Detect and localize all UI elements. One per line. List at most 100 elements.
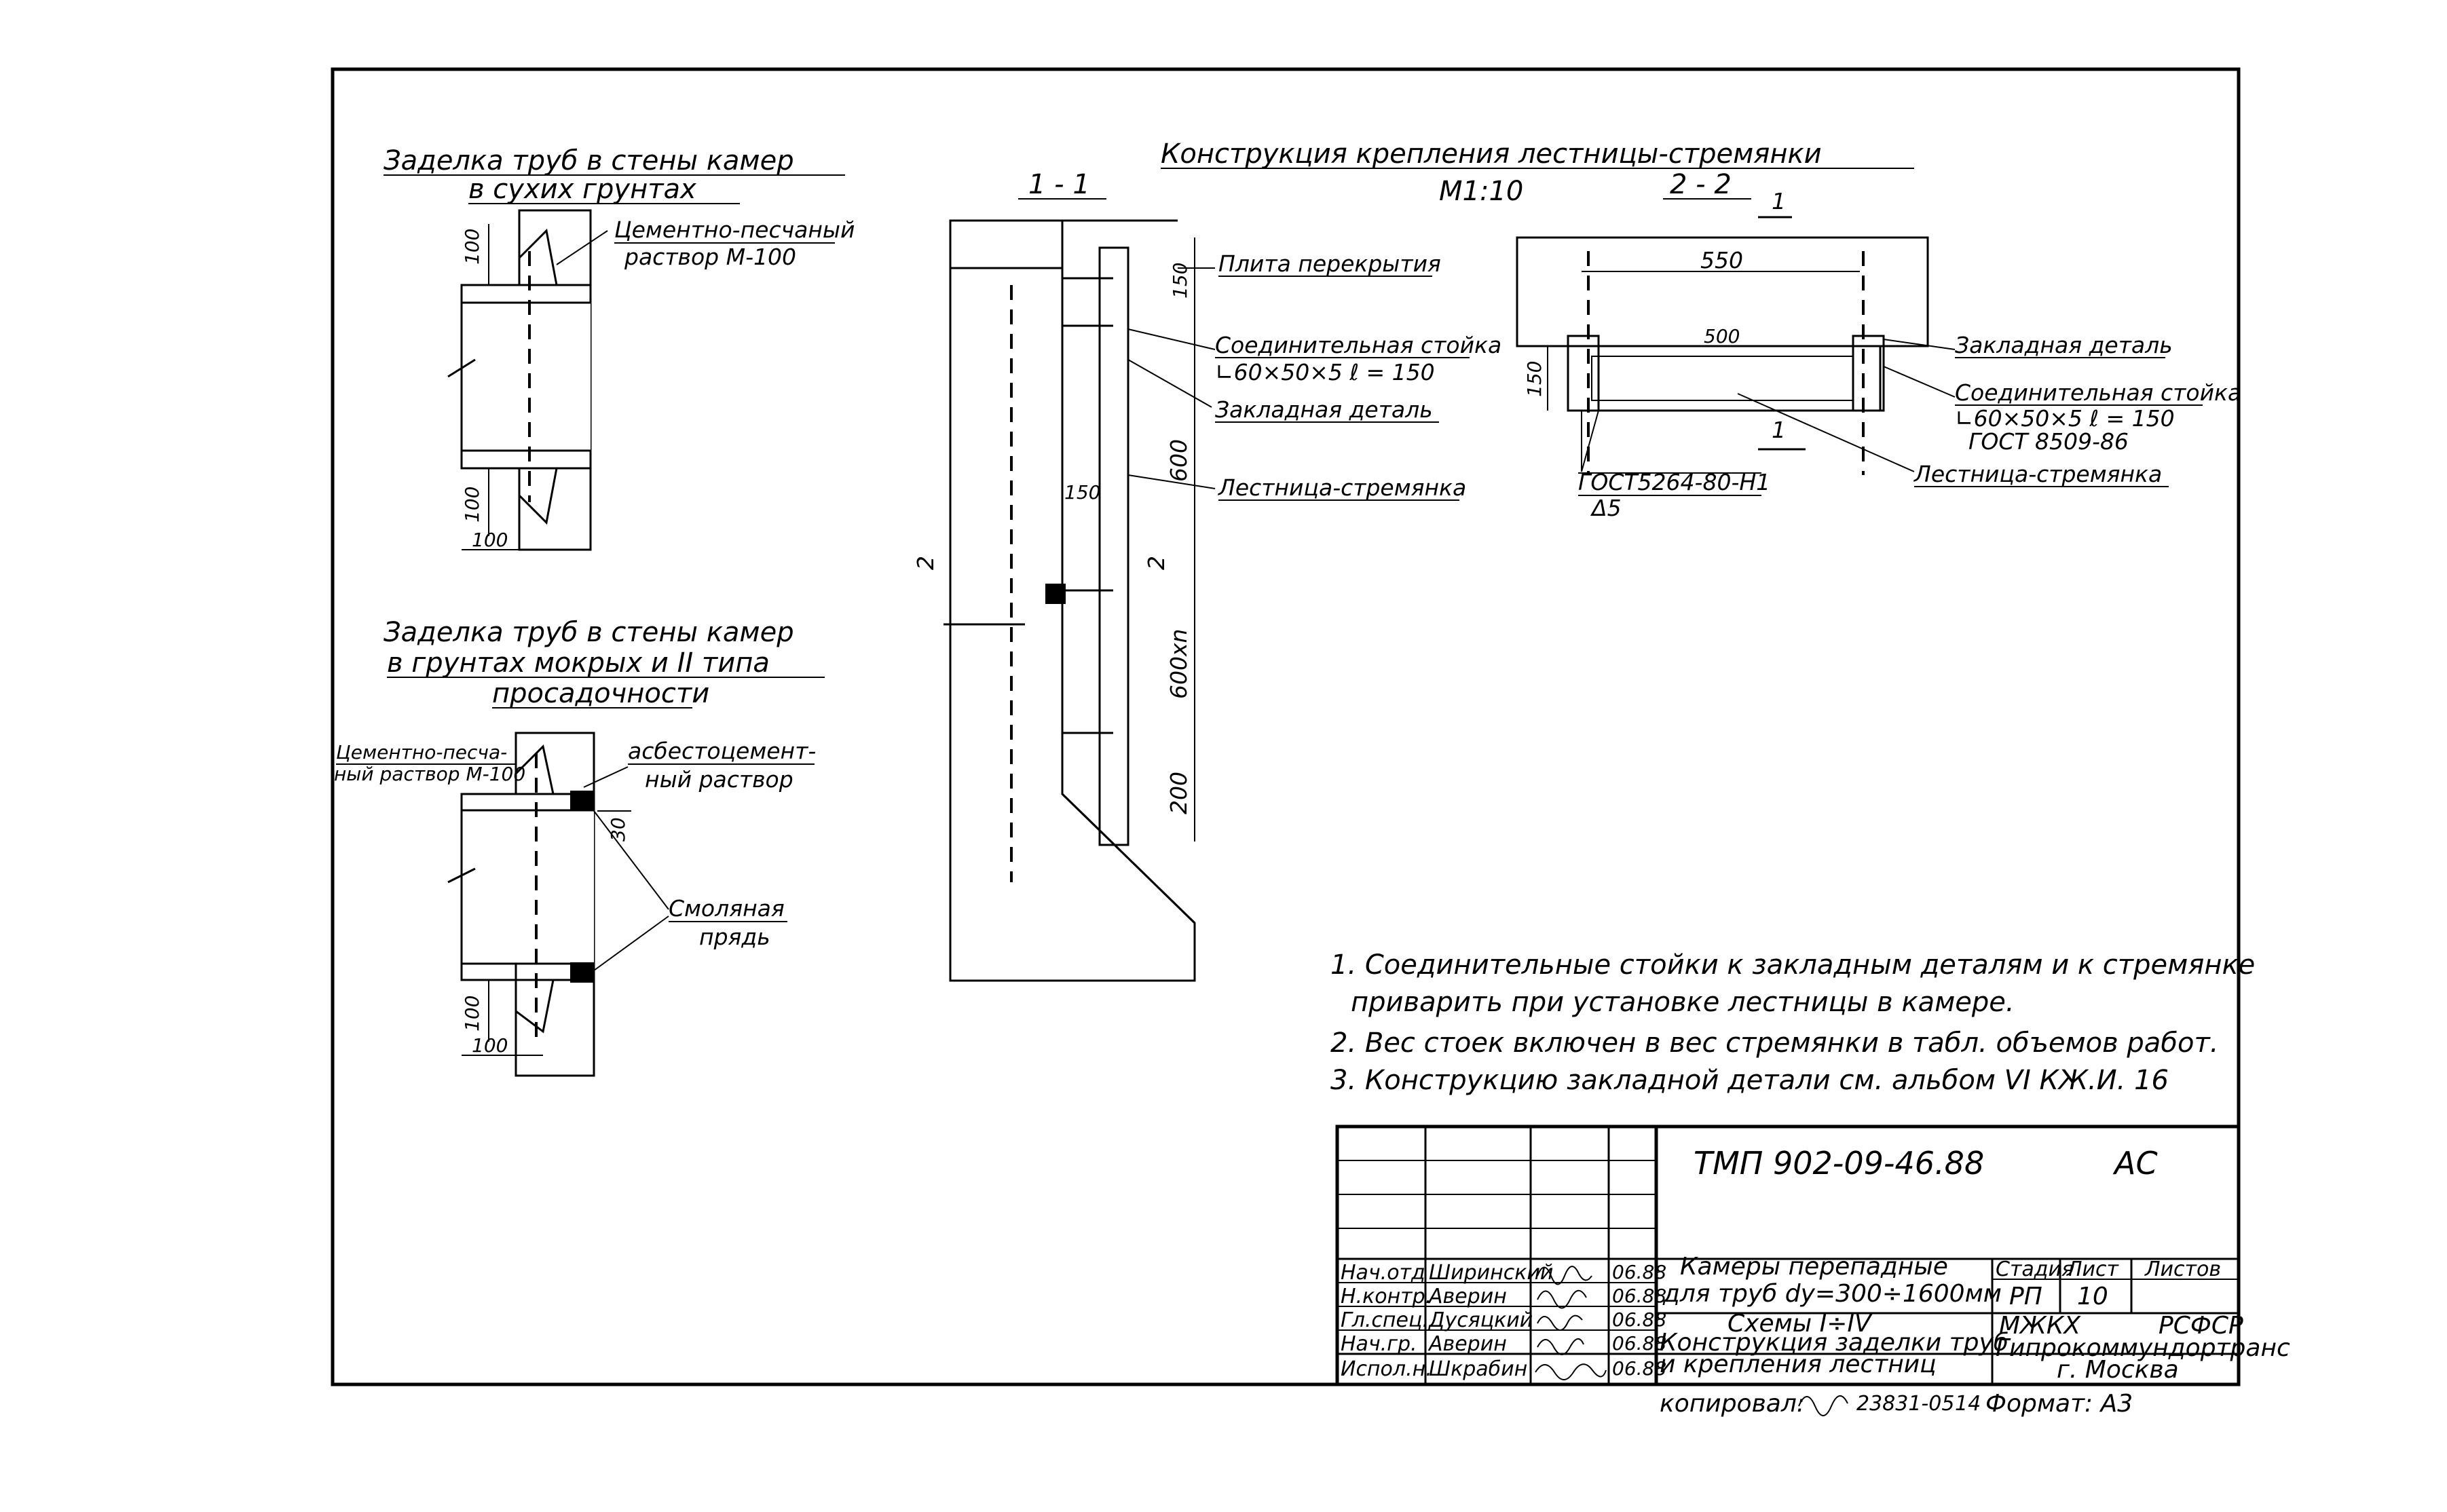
right-ladder-label: Лестница-стремянка bbox=[1913, 461, 2162, 487]
dim-30: 30 bbox=[607, 817, 629, 842]
left-bottom-title-line2: в грунтах мокрых и II типа bbox=[387, 647, 770, 679]
mortar-label-line1: Цементно-песчаный bbox=[614, 216, 855, 243]
dim-550: 550 bbox=[1700, 247, 1743, 273]
signature-mark-3 bbox=[1537, 1315, 1583, 1331]
org-line1b: РСФСР bbox=[2159, 1312, 2243, 1340]
object-line2: для труб dу=300÷1600мм bbox=[1662, 1280, 2002, 1308]
org-line1a: МЖКХ bbox=[1999, 1312, 2081, 1340]
sig-role-5: Испол.н. bbox=[1341, 1357, 1432, 1381]
embedded-label: Закладная деталь bbox=[1215, 396, 1433, 423]
right-post-line3: ГОСТ 8509-86 bbox=[1968, 428, 2129, 455]
slab-label: Плита перекрытия bbox=[1218, 250, 1441, 277]
sig-date-3: 06.88 bbox=[1612, 1308, 1666, 1331]
notes: 1. Соединительные стойки к закладным дет… bbox=[1330, 949, 2255, 1096]
note-1: 1. Соединительные стойки к закладным дет… bbox=[1330, 949, 2255, 981]
signature-mark-4 bbox=[1537, 1338, 1584, 1355]
copied-label: копировал: bbox=[1660, 1390, 1805, 1418]
section-1-mark-bottom: 1 bbox=[1772, 417, 1786, 443]
post-label-line2: ∟60×50×5 ℓ = 150 bbox=[1215, 359, 1435, 385]
middle-title: Конструкция крепления лестницы-стремянки bbox=[1161, 138, 1822, 170]
section-2-mark-right: 2 bbox=[1143, 556, 1170, 570]
left-bottom-title-line3: просадочности bbox=[492, 678, 709, 709]
org-line2: Гипрокоммундортранс bbox=[1996, 1334, 2290, 1362]
sheets-header: Листов bbox=[2144, 1258, 2221, 1281]
sheet-value: 10 bbox=[2077, 1283, 2108, 1310]
dim-100-wet-horizontal: 100 bbox=[472, 1034, 508, 1057]
signature-mark-2 bbox=[1537, 1289, 1587, 1309]
title-block: ТМП 902-09-46.88 АС Нач.отд Ширинский 06… bbox=[1335, 1124, 2290, 1386]
stage-value: РП bbox=[2009, 1283, 2042, 1310]
dim-150-mid: 150 bbox=[1064, 481, 1100, 504]
left-top-title-line1: Заделка труб в стены камер bbox=[384, 145, 794, 176]
ladder-fastening-section-2-2: 2 - 2 1 1 550 500 150 Закладная деталь С… bbox=[1516, 169, 2241, 521]
weld-line2: Δ5 bbox=[1590, 495, 1622, 521]
note-2: 2. Вес стоек включен в вес стремянки в т… bbox=[1330, 1027, 2218, 1059]
dim-100-horizontal: 100 bbox=[472, 529, 508, 551]
asbestos-line2: ный раствор bbox=[645, 766, 793, 793]
object-line1: Камеры перепадные bbox=[1680, 1253, 1948, 1281]
org-line3: г. Москва bbox=[2057, 1356, 2179, 1384]
dim-100-bottom: 100 bbox=[461, 487, 483, 523]
right-post-line1: Соединительная стойка bbox=[1955, 379, 2241, 406]
section-2-mark-left: 2 bbox=[912, 556, 939, 570]
dim-100-top: 100 bbox=[461, 229, 483, 265]
sig-name-4: Аверин bbox=[1427, 1332, 1507, 1356]
drawing-mark: АС bbox=[2112, 1145, 2158, 1182]
sig-date-4: 06.88 bbox=[1612, 1332, 1666, 1355]
sig-date-5: 06.88 bbox=[1612, 1357, 1666, 1380]
sheet-header: Лист bbox=[2066, 1258, 2120, 1281]
dim-500: 500 bbox=[1704, 325, 1740, 347]
signature-mark-1 bbox=[1537, 1266, 1592, 1285]
sig-role-2: Н.контр. bbox=[1341, 1285, 1432, 1308]
section-2-2-label: 2 - 2 bbox=[1670, 169, 1732, 200]
right-post-line2: ∟60×50×5 ℓ = 150 bbox=[1955, 405, 2175, 432]
mortar-wet-line2: ный раствор М-100 bbox=[334, 763, 525, 785]
sig-date-1: 06.88 bbox=[1612, 1261, 1666, 1283]
sig-name-5: Шкрабин bbox=[1429, 1357, 1527, 1381]
signature-mark-5 bbox=[1535, 1363, 1607, 1380]
sig-role-1: Нач.отд bbox=[1341, 1261, 1425, 1285]
scale-label: М1:10 bbox=[1439, 176, 1523, 207]
format-label: Формат: А3 bbox=[1985, 1390, 2133, 1418]
sheet-name-line3: и крепления лестниц bbox=[1660, 1350, 1937, 1378]
drawing-code: ТМП 902-09-46.88 bbox=[1694, 1145, 1984, 1182]
sheet-frame bbox=[331, 67, 2241, 1386]
order-number: 23831-05 bbox=[1856, 1392, 1954, 1416]
sig-name-3: Дусяцкий bbox=[1427, 1308, 1533, 1332]
copier-signature bbox=[1798, 1395, 1848, 1416]
left-top-title-line2: в сухих грунтах bbox=[468, 174, 696, 205]
pipe-seal-wet-soil-detail: Заделка труб в стены камер в грунтах мок… bbox=[334, 617, 825, 1077]
mortar-wet-line1: Цементно-песча- bbox=[336, 741, 507, 763]
section-1-mark-top: 1 bbox=[1772, 188, 1786, 214]
post-label-line1: Соединительная стойка bbox=[1215, 332, 1501, 358]
dim-100-wet-vertical: 100 bbox=[461, 996, 483, 1032]
sig-role-3: Гл.спец. bbox=[1341, 1308, 1429, 1332]
section-1-1-label: 1 - 1 bbox=[1028, 169, 1090, 200]
dim-150-right: 150 bbox=[1523, 361, 1546, 397]
mortar-label-line2: раствор М-100 bbox=[624, 244, 796, 270]
tar-line2: прядь bbox=[699, 924, 770, 950]
tar-line1: Смоляная bbox=[669, 895, 785, 922]
sheet-name-line2: Конструкция заделки труб bbox=[1660, 1329, 2009, 1357]
sig-name-2: Аверин bbox=[1427, 1285, 1507, 1308]
note-1-cont: приварить при установке лестницы в камер… bbox=[1351, 987, 2015, 1018]
dim-600: 600 bbox=[1165, 439, 1192, 482]
pipe-seal-dry-soil-detail: Заделка труб в стены камер в сухих грунт… bbox=[384, 145, 855, 551]
sheet-name-line1: Схемы I÷IV bbox=[1727, 1310, 1873, 1338]
left-bottom-title-line1: Заделка труб в стены камер bbox=[384, 617, 794, 648]
note-3: 3. Конструкцию закладной детали см. альб… bbox=[1330, 1065, 2169, 1096]
ladder-label: Лестница-стремянка bbox=[1218, 474, 1466, 501]
sig-role-4: Нач.гр. bbox=[1341, 1332, 1417, 1356]
asbestos-line1: асбестоцемент- bbox=[628, 738, 816, 764]
ladder-rail bbox=[1098, 246, 1129, 846]
sig-name-1: Ширинский bbox=[1429, 1261, 1553, 1285]
ladder-fastening-section-1-1: Конструкция крепления лестницы-стремянки… bbox=[912, 138, 1914, 982]
sig-date-2: 06.88 bbox=[1612, 1285, 1666, 1307]
stage-header: Стадия bbox=[1996, 1258, 2074, 1281]
right-embedded-label: Закладная деталь bbox=[1955, 332, 2173, 358]
dim-600xn: 600хn bbox=[1165, 629, 1192, 699]
sheet-number: 14 bbox=[1955, 1392, 1981, 1416]
footer: копировал: 23831-05 14 Формат: А3 bbox=[1660, 1390, 2133, 1418]
dim-200: 200 bbox=[1165, 772, 1192, 814]
